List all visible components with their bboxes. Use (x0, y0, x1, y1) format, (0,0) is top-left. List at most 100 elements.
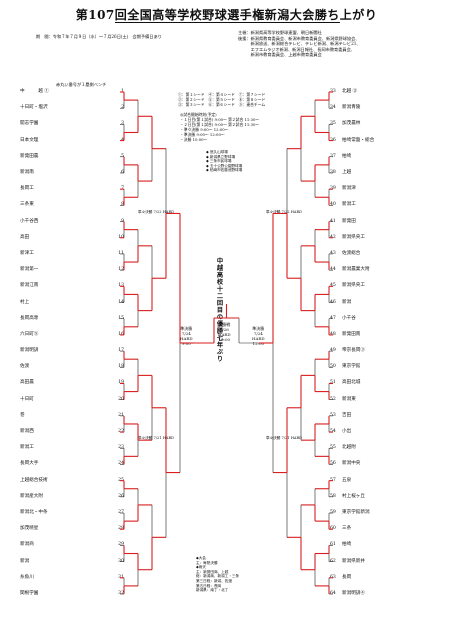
team-name: 新潟県新井 (342, 558, 365, 564)
team-number: 34 (330, 105, 336, 111)
team-name: 新潟工 (342, 202, 356, 208)
bottom-note-line: 主：毎熱決勝 (196, 560, 218, 565)
bottom-note-line: 総：新潟商、新潟工・三条 (196, 574, 240, 579)
team-name: 高田農 (20, 380, 34, 386)
team-number: 38 (330, 169, 336, 175)
bench-note: 赤丸い番号が１塁側ベンチ (56, 82, 107, 87)
team-number: 53 (330, 412, 336, 418)
team-number: 44 (330, 267, 336, 273)
team-name: 新潟江南 (20, 283, 39, 289)
team-name: 加茂暁星 (20, 526, 39, 532)
team-name: 新発田農 (20, 153, 39, 159)
team-name: 北越附 (342, 445, 356, 451)
team-name: 帝京長岡③ (342, 348, 365, 354)
slogan-char: 高 (216, 272, 224, 279)
team-name: 東京学館 (342, 364, 361, 370)
team-name: 加茂農林 (342, 121, 361, 127)
team-name: 長岡大手 (20, 461, 39, 467)
title-underline (115, 22, 340, 23)
venue-note: ◆ 三条市民球場 (206, 159, 232, 164)
team-name: 新潟明訓 (20, 348, 39, 354)
team-number: 12 (118, 267, 124, 273)
team-name: 長岡工 (20, 186, 34, 192)
organizer-line: 新潟市教育委員会、上越市教育委員会 (238, 52, 322, 58)
qf-label-left-bottom: 準々決勝 7/21 HARD (138, 436, 175, 440)
legend-line: ③：第３シード ⑥：第６シード ⑨：連合チーム (178, 102, 266, 107)
team-name: 新津工 (20, 250, 34, 256)
slogan-char: 中 (216, 258, 224, 265)
team-number: 17 (118, 348, 124, 354)
page-title: 第107回全国高等学校野球選手権新潟大会勝ち上がり (75, 8, 378, 22)
final-time: 10:00 (218, 337, 231, 342)
team-name: 三条 (342, 526, 352, 532)
team-name: 柏崎常盤・総合 (342, 137, 375, 143)
team-name: 長岡高専 (20, 315, 39, 321)
team-name: 新潟商 (20, 542, 34, 548)
team-name: 高田北城 (342, 380, 361, 386)
slogan-char: 勝 (216, 328, 224, 335)
team-number: 46 (330, 299, 336, 305)
team-number: 20 (118, 396, 124, 402)
team-number: 37 (330, 153, 336, 159)
team-number: 56 (330, 461, 336, 467)
bottom-note: ◆大会 主：毎熱決勝 ◆雨天 主：新発田商、上越 総：新潟商、新潟工・三条 第三… (196, 556, 239, 593)
team-number: 35 (330, 121, 336, 127)
team-number: 27 (118, 510, 124, 516)
team-name: 新潟県央工 (342, 283, 365, 289)
team-number: 52 (330, 396, 336, 402)
team-name: 佐渡 (20, 364, 30, 370)
team-name: 新潟青陵 (342, 105, 361, 111)
team-name: 佐渡総合 (342, 250, 361, 256)
team-name: 吉田 (342, 412, 352, 418)
team-name: 五泉 (342, 477, 352, 483)
venue-note: ◆ 新潟県立野球場 (206, 154, 236, 159)
team-name: 村上桜ヶ丘 (342, 493, 365, 499)
slogan-char: 回 (216, 300, 224, 307)
semi-label: 準決勝 (252, 326, 265, 331)
schedule-line: ◎試合開始時刻(予定) (180, 112, 217, 117)
semi-time: 12:00 (252, 341, 265, 346)
bottom-note-line: ◆大会 (196, 556, 206, 560)
team-number: 26 (118, 493, 124, 499)
team-number: 14 (118, 299, 124, 305)
team-name: 巻 (20, 412, 25, 418)
team-name: 十日町 (20, 396, 34, 402)
team-name: 北越 ② (342, 89, 358, 94)
bottom-note-line: 第五日程：長岡 (196, 583, 222, 588)
team-number: 61 (330, 542, 336, 548)
team-name: 新発田南 (342, 331, 361, 337)
team-name: 新潟北・中条 (20, 510, 48, 516)
team-number: 43 (330, 250, 336, 256)
semi-venue: HARD (180, 336, 193, 341)
final-title: 決勝戦 (218, 322, 231, 327)
qf-label-right-bottom: 準々決勝 7/21 HARD (266, 436, 303, 440)
schedule-line: ・準決勝 9:00～ 12:00～ (180, 132, 225, 137)
slogan-char: 十 (216, 286, 224, 293)
team-number: 29 (118, 542, 124, 548)
team-number: 62 (330, 558, 336, 564)
legend-line: ②：第２シード ⑤：第５シード ⑧：第８シード (178, 97, 266, 102)
team-name: 開志学園 (20, 121, 39, 127)
team-name: 十日町・塩沢 (20, 105, 48, 111)
schedule-line: ・１日目(第１試合) 9:00～ 第２試合 11:30～ (180, 117, 260, 122)
slogan-char: 越 (216, 265, 224, 272)
team-name: 小千谷西 (20, 218, 39, 224)
team-name: 新潟東 (342, 396, 356, 402)
team-name: 上越総合技術 (20, 477, 48, 483)
schedule-block: ◎試合開始時刻(予定) ・１日目(第１試合) 9:00～ 第２試合 11:30～… (180, 112, 259, 142)
slogan-char: ぶ (216, 349, 224, 356)
team-name: 柏崎 (342, 153, 352, 159)
bottom-note-line: 主：新発田商、上越 (196, 569, 229, 574)
organizer-line: 後援：新潟県教育委員会、新潟市教育委員会、新潟県野球協会、 (238, 35, 360, 41)
venue-note: ◆ 五十公野公園野球場 (206, 163, 243, 168)
team-number: 5 (121, 153, 124, 159)
team-name: 新潟中央 (342, 461, 361, 467)
legend-line: ①：第１シード ④：第４シード ⑦：第７シード (178, 92, 266, 97)
team-name: 新潟農業大附 (342, 267, 370, 273)
team-name: 柏崎 (342, 542, 352, 548)
bottom-note-line: ◆雨天 (196, 565, 206, 570)
bottom-note-line: 新潟県：南丁・北丁 (196, 588, 229, 593)
seed-legend: ①：第１シード ④：第４シード ⑦：第７シード ②：第２シード ⑤：第５シード … (178, 92, 265, 107)
team-number: 58 (330, 493, 336, 499)
